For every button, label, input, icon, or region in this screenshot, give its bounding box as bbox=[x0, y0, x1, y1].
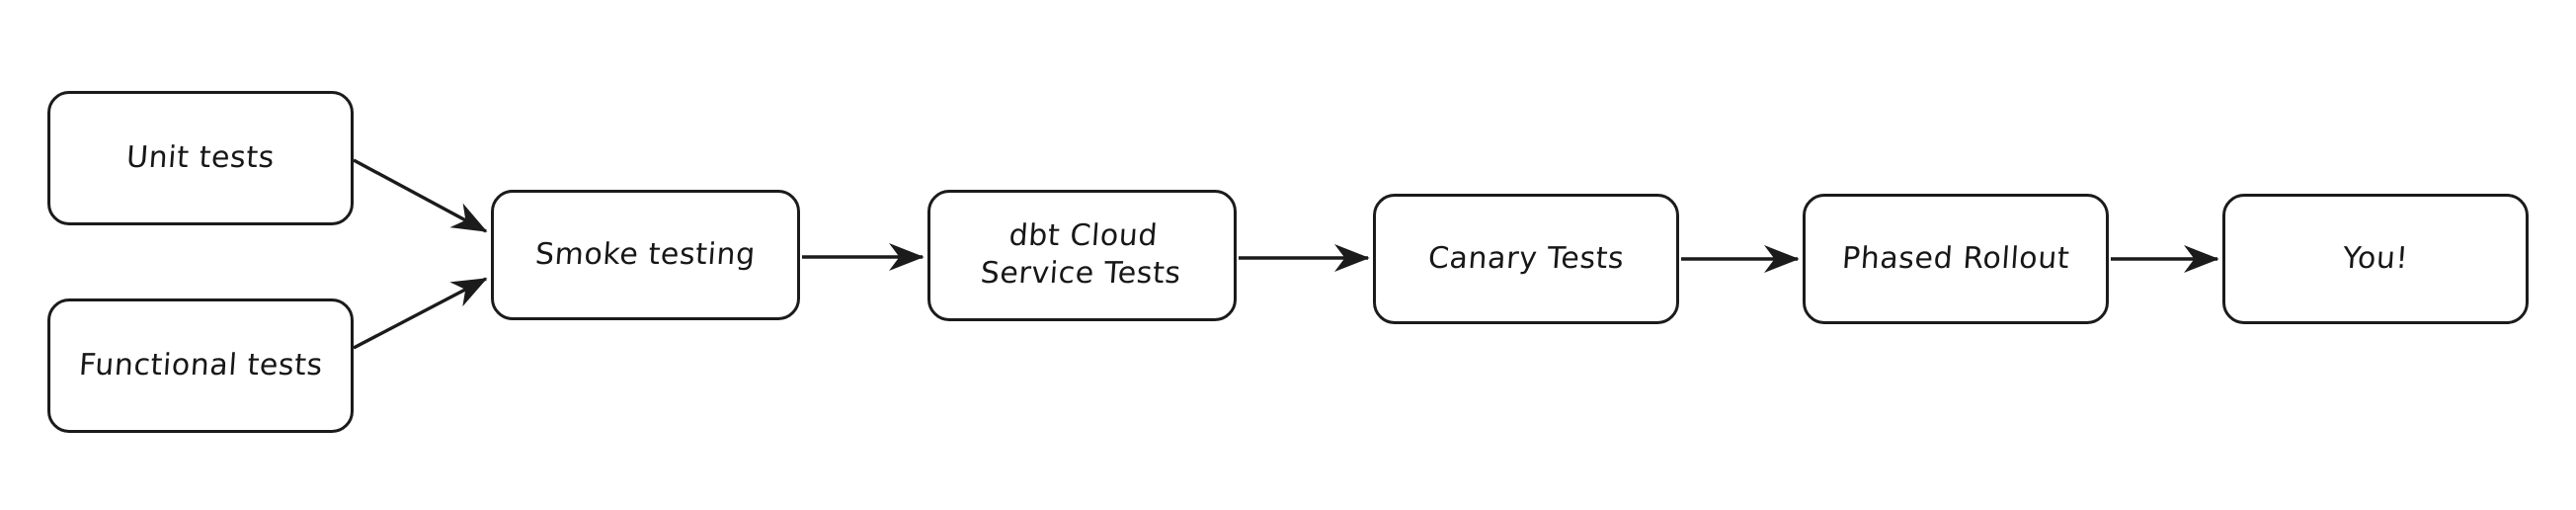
node-unit-tests[interactable]: Unit tests bbox=[47, 91, 354, 225]
edge-unit-to-smoke bbox=[353, 158, 488, 233]
node-label-functional-tests: Functional tests bbox=[77, 347, 324, 382]
node-phased-rollout[interactable]: Phased Rollout bbox=[1803, 194, 2109, 324]
node-label-dbt-cloud-service-tests: dbt Cloud Service Tests bbox=[979, 218, 1182, 292]
node-dbt-cloud-service-tests[interactable]: dbt Cloud Service Tests bbox=[927, 190, 1237, 321]
node-label-you: You! bbox=[2341, 240, 2410, 276]
node-smoke-testing[interactable]: Smoke testing bbox=[491, 190, 800, 320]
node-canary-tests[interactable]: Canary Tests bbox=[1373, 194, 1679, 324]
node-label-canary-tests: Canary Tests bbox=[1426, 240, 1626, 276]
node-label-unit-tests: Unit tests bbox=[124, 139, 277, 175]
node-label-smoke-testing: Smoke testing bbox=[533, 236, 758, 272]
edge-functional-to-smoke bbox=[353, 277, 488, 350]
node-you[interactable]: You! bbox=[2222, 194, 2529, 324]
node-functional-tests[interactable]: Functional tests bbox=[47, 298, 354, 433]
node-label-phased-rollout: Phased Rollout bbox=[1840, 240, 2071, 276]
